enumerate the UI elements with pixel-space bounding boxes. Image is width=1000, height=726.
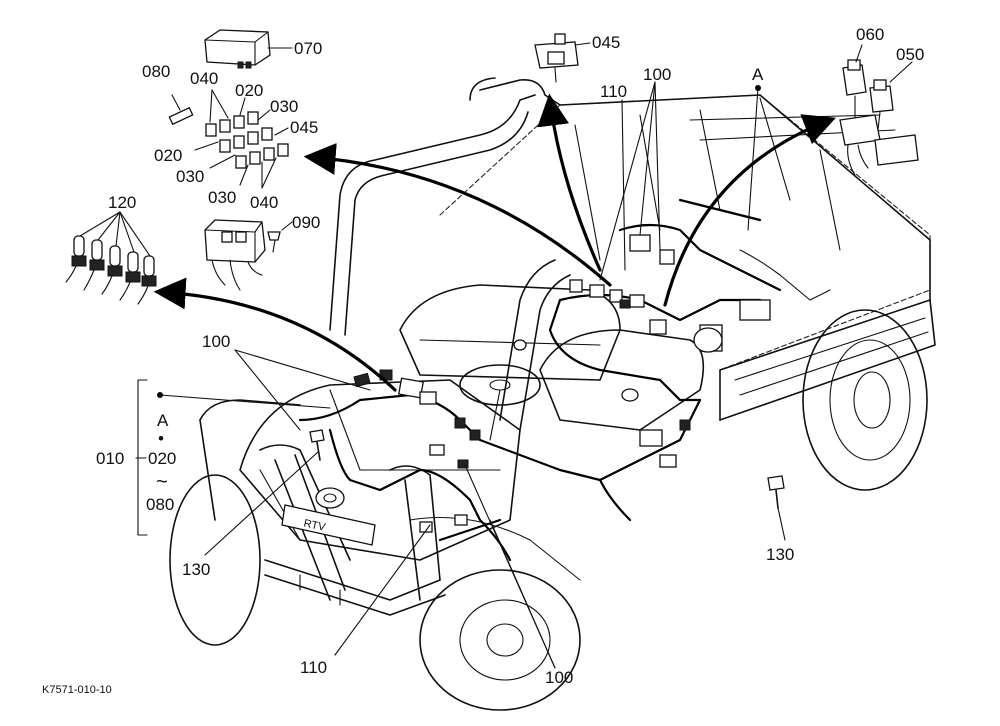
bolt-130-right: [767, 475, 786, 541]
bracket-tilde: ~: [156, 471, 168, 493]
label-030-top: 030: [270, 97, 298, 116]
bracket-ref-a: A: [157, 411, 169, 430]
label-030-left: 030: [176, 167, 204, 186]
label-020-top: 020: [235, 81, 263, 100]
label-100-top: 100: [643, 65, 671, 84]
label-070: 070: [294, 39, 322, 58]
label-020-left: 020: [154, 146, 182, 165]
label-045-mid: 045: [290, 118, 318, 137]
relay-box-070: [204, 29, 293, 69]
fuse-cluster: [194, 89, 289, 189]
label-110-bottom: 110: [300, 658, 327, 677]
vehicle-badge: RTV: [303, 518, 327, 534]
assembly-bracket: [135, 379, 148, 536]
label-060: 060: [856, 25, 884, 44]
label-110-top: 110: [600, 82, 627, 101]
bolt-130-left: [204, 429, 325, 556]
callout-arrows: [153, 93, 836, 392]
label-120: 120: [108, 193, 136, 212]
arrow-to-switches: [663, 114, 836, 307]
callout-labels: 070 045 080 040 020 030 045 020 030 030 …: [42, 25, 924, 696]
bulbs-120: [65, 211, 157, 305]
label-040-top: 040: [190, 69, 218, 88]
bracket-from: 020: [148, 449, 176, 468]
label-130-left: 130: [182, 560, 210, 579]
bracket-dot: •: [158, 429, 164, 448]
vehicle-body: RTV: [169, 77, 936, 711]
label-090: 090: [292, 213, 320, 232]
arrow-to-fuse-045: [537, 93, 602, 272]
label-130-right: 130: [766, 545, 794, 564]
fuse-080: [168, 94, 194, 126]
arrow-to-bulbs: [153, 277, 397, 392]
bracket-assembly-number: 010: [96, 449, 124, 468]
drawing-code: K7571-010-10: [42, 684, 112, 696]
label-100-left: 100: [202, 332, 230, 351]
leader-lines: [157, 81, 761, 669]
label-080: 080: [142, 62, 170, 81]
bracket-to: 080: [146, 495, 174, 514]
switches-060-050: [839, 44, 919, 176]
label-050: 050: [896, 45, 924, 64]
label-045-top: 045: [592, 33, 620, 52]
arrow-to-fuse-cluster: [303, 143, 612, 287]
wiring-harness: [298, 198, 831, 562]
fuse-holder-045: [534, 33, 591, 83]
relay-090: [204, 219, 293, 291]
label-040-bottom: 040: [250, 193, 278, 212]
label-100-bottom: 100: [545, 668, 573, 687]
label-ref-a-top: A: [752, 65, 764, 84]
label-030-bottom: 030: [208, 188, 236, 207]
